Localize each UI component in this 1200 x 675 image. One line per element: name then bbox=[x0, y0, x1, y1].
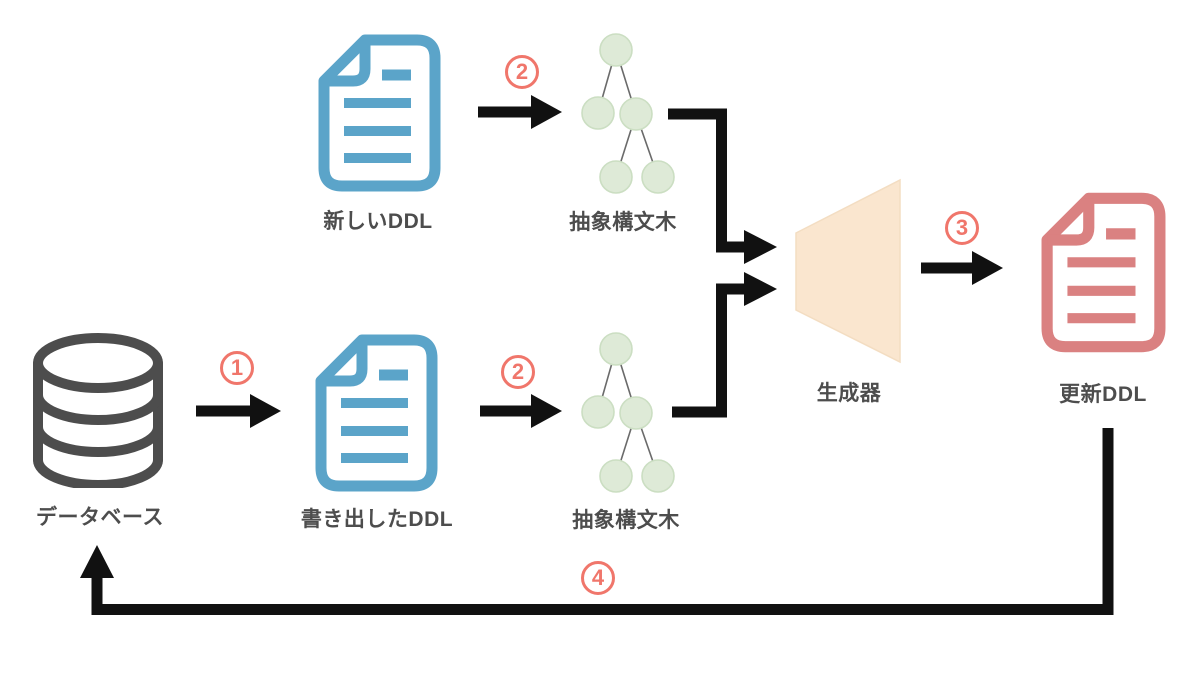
loop-step4-updated-ddl-to-database bbox=[80, 428, 1114, 615]
arrow-step2-top bbox=[478, 95, 562, 129]
step4-badge: 4 bbox=[581, 561, 615, 595]
generator-shape bbox=[795, 178, 901, 364]
ast-top-label: 抽象構文木 bbox=[569, 211, 677, 234]
ast-tree-top-icon bbox=[581, 33, 675, 194]
connector-ast-bottom-to-generator bbox=[672, 272, 777, 418]
step2-top-badge: 2 bbox=[505, 55, 539, 89]
arrow-step2-bottom bbox=[480, 394, 562, 428]
ast-bottom-label: 抽象構文木 bbox=[572, 509, 680, 532]
step2-bottom-badge: 2 bbox=[501, 355, 535, 389]
updated-ddl-label: 更新DDL bbox=[1059, 383, 1147, 406]
database-icon bbox=[38, 338, 158, 485]
arrow-step1 bbox=[196, 394, 281, 428]
new-ddl-label: 新しいDDL bbox=[323, 210, 433, 233]
updated-ddl-document-icon bbox=[1047, 198, 1160, 346]
connector-ast-top-to-generator bbox=[668, 108, 777, 264]
exported-ddl-label: 書き出したDDL bbox=[300, 508, 454, 531]
step1-badge: 1 bbox=[220, 351, 254, 385]
database-label: データベース bbox=[36, 506, 164, 529]
ast-tree-bottom-icon bbox=[581, 332, 675, 493]
exported-ddl-document-icon bbox=[321, 340, 432, 486]
arrow-step3 bbox=[921, 251, 1003, 285]
generator-label: 生成器 bbox=[816, 382, 882, 405]
new-ddl-document-icon bbox=[324, 40, 435, 186]
step3-badge: 3 bbox=[945, 211, 979, 245]
